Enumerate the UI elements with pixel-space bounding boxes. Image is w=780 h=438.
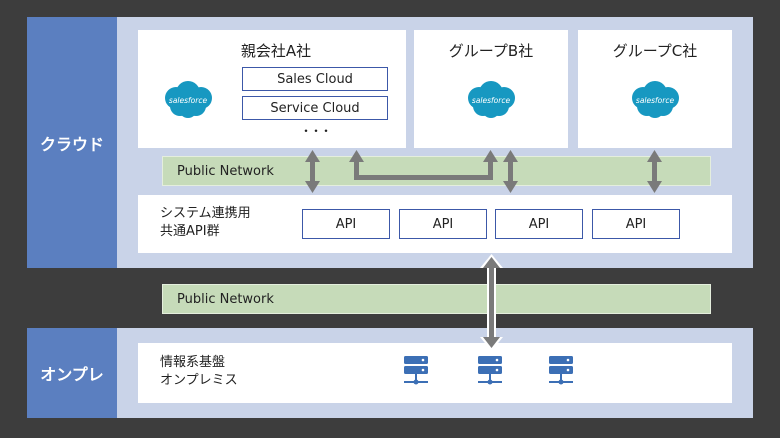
product-service-cloud: Service Cloud — [242, 96, 388, 120]
onprem-line1: 情報系基盤 — [160, 355, 226, 370]
company-c-box: グループC社 salesforce — [578, 30, 732, 148]
product-more: ・・・ — [299, 124, 332, 138]
api-platform-line2: 共通API群 — [160, 224, 220, 239]
api-platform-box: システム連携用 共通API群 API API API API — [138, 195, 732, 253]
cloud-side-label: クラウド — [27, 17, 117, 268]
company-parent-title: 親会社A社 — [240, 42, 312, 60]
middle-public-network-label: Public Network — [177, 291, 274, 307]
api-platform-line1: システム連携用 — [160, 206, 251, 221]
company-parent-box: 親会社A社 salesforce Sales Cloud Service Clo… — [138, 30, 406, 148]
api-box: API — [495, 209, 583, 239]
api-box: API — [302, 209, 390, 239]
onprem-side-text: オンプレ — [40, 365, 104, 384]
arrow-groupc-api — [647, 150, 662, 193]
onprem-box: 情報系基盤 オンプレミス — [138, 343, 732, 403]
arrow-groupb-api — [503, 150, 518, 193]
salesforce-cloud-icon — [468, 81, 515, 118]
arrow-parent-network — [305, 150, 320, 193]
onprem-line2: オンプレミス — [160, 373, 238, 388]
salesforce-logo: salesforce — [158, 78, 218, 122]
cloud-side-text: クラウド — [39, 134, 104, 154]
middle-public-network: Public Network — [162, 284, 711, 314]
salesforce-cloud-icon — [165, 81, 212, 118]
onprem-label: 情報系基盤 オンプレミス — [160, 354, 238, 390]
api-box: API — [592, 209, 680, 239]
salesforce-cloud-icon — [632, 81, 679, 118]
salesforce-logo-text: salesforce — [471, 95, 511, 105]
company-b-title: グループB社 — [448, 42, 534, 60]
salesforce-logo-text: salesforce — [635, 95, 675, 105]
server-icon — [478, 356, 502, 385]
company-b-box: グループB社 salesforce — [414, 30, 568, 148]
server-icon — [404, 356, 428, 385]
salesforce-logo: salesforce — [625, 78, 685, 122]
salesforce-logo: salesforce — [461, 78, 521, 122]
server-icon — [549, 356, 573, 385]
cloud-public-network: Public Network — [162, 156, 711, 186]
arrow-api-onprem — [480, 254, 503, 351]
onprem-side-label: オンプレ — [27, 328, 117, 418]
product-sales-cloud: Sales Cloud — [242, 67, 388, 91]
api-platform-label: システム連携用 共通API群 — [160, 205, 251, 241]
arrow-parent-groupb — [349, 150, 498, 180]
cloud-public-network-label: Public Network — [177, 163, 274, 179]
company-c-title: グループC社 — [612, 42, 698, 60]
api-box: API — [399, 209, 487, 239]
salesforce-logo-text: salesforce — [168, 95, 208, 105]
